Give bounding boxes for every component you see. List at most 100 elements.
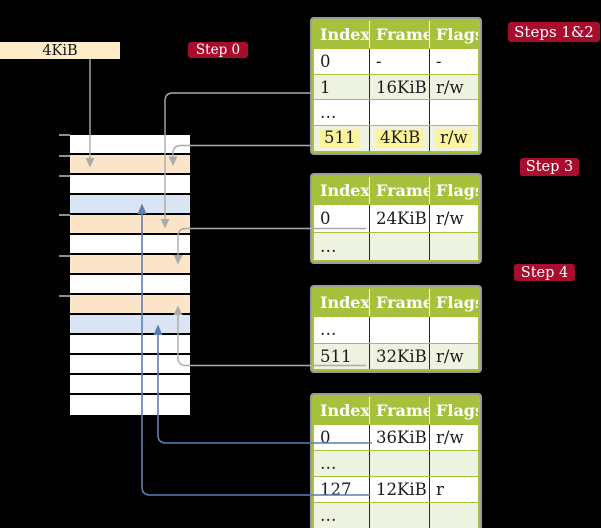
cell-index: …: [320, 320, 337, 340]
table-row: 0 36KiB r/w: [314, 424, 478, 450]
page-table-level2: Index Frame Flags … 511 32KiB r/w: [312, 287, 480, 371]
table-header-row: Index Frame Flags: [314, 21, 478, 48]
cell-frame: [369, 451, 429, 476]
table-row: …: [314, 232, 478, 260]
table-header-row: Index Frame Flags: [314, 397, 478, 424]
column-header-flags: Flags: [429, 177, 478, 204]
badge-step-3: Step 3: [520, 158, 579, 176]
column-header-flags: Flags: [429, 21, 478, 48]
memory-frame-row-datapage: [70, 315, 190, 335]
tick-mark: [59, 175, 70, 177]
cell-index: …: [320, 237, 337, 256]
cell-flags: r: [429, 477, 478, 502]
badge-step-0: Step 0: [188, 42, 248, 58]
cell-frame: 4KiB: [369, 126, 429, 151]
cell-frame: 24KiB: [369, 205, 429, 232]
memory-frame-row-pagetable: [70, 295, 190, 315]
column-header-index: Index: [320, 293, 369, 312]
memory-frame-row-free: [70, 275, 190, 295]
highlighted-value: 511: [320, 128, 360, 148]
table-row: 0 24KiB r/w: [314, 204, 478, 232]
cell-frame: 32KiB: [369, 343, 429, 369]
cell-frame: 12KiB: [369, 477, 429, 502]
arrow-entry511-to-4kib-frame: [168, 144, 312, 166]
badge-step-4: Step 4: [514, 264, 575, 281]
cell-flags: r/w: [429, 343, 478, 369]
cell-flags: [429, 451, 478, 476]
cell-flags: r/w: [429, 425, 478, 450]
tick-mark: [59, 255, 70, 257]
cell-flags: r/w: [429, 126, 478, 151]
cell-frame: 36KiB: [369, 425, 429, 450]
column-header-flags: Flags: [429, 289, 478, 316]
table-row: …: [314, 316, 478, 343]
table-header-row: Index Frame Flags: [314, 289, 478, 316]
cell-frame: [369, 233, 429, 260]
memory-frame-row-free: [70, 375, 190, 395]
cell-index: 0: [320, 209, 331, 228]
cell-index: 0: [320, 51, 331, 71]
table-row: 0 - -: [314, 48, 478, 74]
badge-steps-1-2-text: Steps 1&2: [514, 23, 594, 41]
memory-frame-row-pagetable: [70, 215, 190, 235]
cell-flags: [429, 503, 478, 528]
cell-flags: [429, 317, 478, 343]
column-header-frame: Frame: [369, 177, 429, 204]
cell-frame: [369, 317, 429, 343]
cell-index: …: [320, 506, 337, 525]
table-row-recursive-highlighted: 511 4KiB r/w: [314, 125, 478, 151]
cell-index: 127: [320, 480, 352, 499]
cell-index: 511: [314, 126, 369, 151]
tick-mark: [59, 295, 70, 297]
root-frame-label: 4KiB: [0, 42, 120, 59]
memory-frame-row-datapage: [70, 195, 190, 215]
cell-index: …: [320, 103, 337, 123]
page-table-level1: Index Frame Flags 0 36KiB r/w … 127 12Ki…: [312, 395, 480, 528]
table-row: 1 16KiB r/w: [314, 73, 478, 100]
cell-frame: [369, 100, 429, 126]
root-frame-label-text: 4KiB: [42, 42, 78, 59]
column-header-index: Index: [320, 401, 369, 420]
cell-flags: r/w: [429, 74, 478, 100]
column-header-flags: Flags: [429, 397, 478, 424]
tick-mark: [59, 214, 70, 216]
highlighted-value: 4KiB: [376, 128, 425, 148]
cell-index: …: [320, 454, 337, 473]
table-header-row: Index Frame Flags: [314, 177, 478, 204]
tick-mark: [59, 134, 70, 136]
cell-flags: -: [429, 49, 478, 74]
cell-flags: r/w: [429, 205, 478, 232]
memory-frame-row-free: [70, 335, 190, 355]
table-row: 511 32KiB r/w: [314, 342, 478, 369]
cell-frame: [369, 503, 429, 528]
badge-steps-1-2: Steps 1&2: [508, 22, 600, 42]
cell-flags: [429, 100, 478, 126]
page-table-level3: Index Frame Flags 0 24KiB r/w …: [312, 175, 480, 262]
cell-index: 0: [320, 428, 331, 447]
badge-step-0-text: Step 0: [195, 42, 241, 58]
table-row: …: [314, 502, 478, 528]
column-header-frame: Frame: [369, 397, 429, 424]
badge-step-3-text: Step 3: [525, 159, 574, 175]
badge-step-4-text: Step 4: [520, 264, 569, 281]
memory-frame-row-free: [70, 235, 190, 255]
column-header-index: Index: [320, 25, 369, 44]
cell-index: 511: [320, 346, 352, 366]
highlighted-value: r/w: [436, 128, 472, 148]
tick-mark: [59, 155, 70, 157]
table-row: 127 12KiB r: [314, 476, 478, 502]
column-header-frame: Frame: [369, 289, 429, 316]
memory-frame-row-free: [70, 355, 190, 375]
cell-flags: [429, 233, 478, 260]
cell-index: 1: [320, 77, 331, 97]
memory-column: [70, 135, 190, 415]
memory-frame-row-free: [70, 175, 190, 195]
table-row: …: [314, 99, 478, 126]
page-table-level4: Index Frame Flags 0 - - 1 16KiB r/w … 51…: [312, 19, 480, 153]
memory-frame-row-free: [70, 135, 190, 155]
table-row: …: [314, 450, 478, 476]
memory-frame-row-free: [70, 395, 190, 415]
column-header-frame: Frame: [369, 21, 429, 48]
cell-frame: -: [369, 49, 429, 74]
